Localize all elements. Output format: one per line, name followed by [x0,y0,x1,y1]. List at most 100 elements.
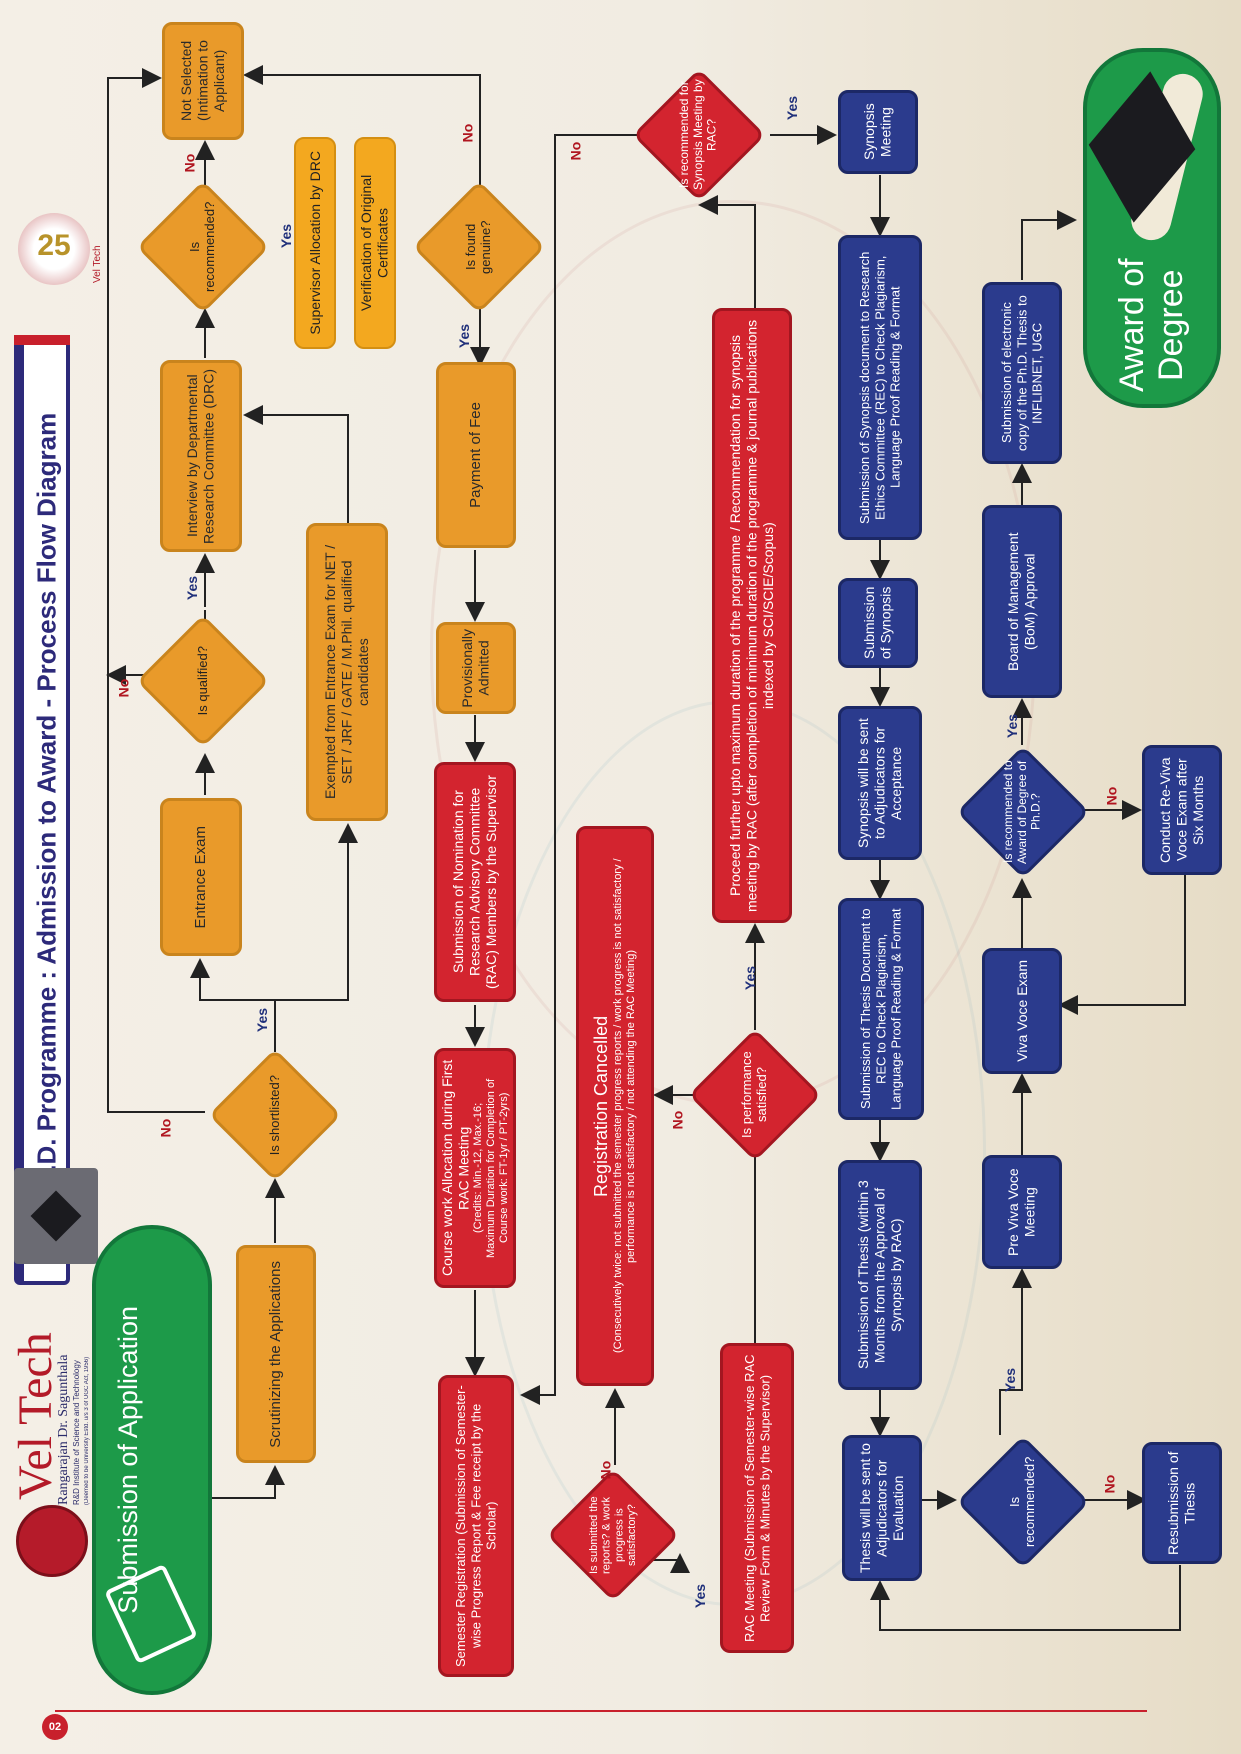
supervisor-allocation-box: Supervisor Allocation by DRC [294,137,336,349]
bom-label: Board of Management (BoM) Approval [1005,532,1038,671]
synopsis-rec-box: Submission of Synopsis document to Resea… [838,235,922,540]
no-tag: No [458,124,477,143]
genuine-label: Is found genuine? [463,220,493,274]
yes-tag: Yes [688,1584,712,1608]
recommended1-label: Is recommended? [187,201,217,293]
no-tag: No [566,142,585,161]
brand-logo-icon [16,1505,88,1577]
performance-label: Is performance satisfied? [739,1051,769,1139]
qualified-text: Is qualified? [156,634,250,728]
no-text: No [1101,1474,1118,1494]
end-pill: Award of Degree [1083,48,1221,408]
registration-cancelled-detail: (Consecutively twice: not submitted the … [612,858,638,1354]
thesis-recommended-label: Is recommended? [1007,1456,1037,1548]
yes-text: Yes [742,965,759,991]
nomination-box: Submission of Nomination for Research Ad… [434,762,516,1002]
anniversary-emblem: 25 Vel Tech [8,205,104,297]
start-pill: Submission of Application [92,1225,212,1695]
submission-synopsis-label: Submission of Synopsis [861,586,894,660]
coursework-box: Course work Allocation during First RAC … [434,1048,516,1288]
recommended1-text: Is recommended? [156,200,250,294]
no-tag: No [156,1119,175,1138]
yes-tag: Yes [180,576,204,600]
yes-text: Yes [1002,1367,1019,1393]
thesis-adjudicators-box: Thesis will be sent to Adjudicators for … [842,1435,922,1581]
yes-text: Yes [254,1007,271,1033]
scrutinizing-label: Scrutinizing the Applications [267,1260,285,1448]
no-text: No [597,1460,614,1480]
resubmission-label: Resubmission of Thesis [1165,1451,1198,1555]
rac-meeting-label: RAC Meeting (Submission of Semester-wise… [741,1354,772,1642]
not-selected-box: Not Selected (Intimation to Applicant) [162,22,244,140]
scrutinizing-box: Scrutinizing the Applications [236,1245,316,1463]
qualified-label: Is qualified? [194,646,210,716]
pre-viva-label: Pre Viva Voce Meeting [1005,1168,1038,1256]
no-tag: No [114,678,133,698]
re-viva-box: Conduct Re-Viva Voce Exam after Six Mont… [1142,745,1222,875]
semester-registration-label: Semester Registration (Submission of Sem… [453,1385,499,1667]
coursework-detail2: Maximum Duration for Completion of [485,1078,498,1258]
award-recommended-text: Is recommended to Award of Degree of Ph.… [970,755,1076,869]
no-text: No [181,153,198,173]
no-tag: No [668,1110,687,1130]
yes-text: Yes [692,1583,709,1609]
thesis-adjudicators-label: Thesis will be sent to Adjudicators for … [857,1443,907,1573]
yes-tag: Yes [780,96,804,120]
yes-tag: Yes [452,324,476,348]
payment-box: Payment of Fee [436,362,516,548]
footer-rule [55,1710,1147,1712]
resubmission-box: Resubmission of Thesis [1142,1442,1222,1564]
brand-block: Vel Tech Rangarajan Dr. Sagunthala R&D I… [6,1300,96,1577]
coursework-detail3: Course work: FT-1yr / PT-2yrs) [498,1092,510,1244]
payment-label: Payment of Fee [467,402,485,508]
synopsis-rac-label: Is recommended for Synopsis Meeting by R… [677,79,719,191]
emblem-number: 25 [37,229,71,262]
thesis-rec-box: Submission of Thesis Document to REC to … [838,898,924,1120]
nomination-label: Submission of Nomination for Research Ad… [450,775,500,989]
submitted-reports-text: Is submitted the reports? & work progres… [560,1478,666,1592]
yes-text: Yes [1004,713,1021,739]
synopsis-rac-text: Is recommended for Synopsis Meeting by R… [646,78,752,192]
registration-cancelled-text: Registration Cancelled (Consecutively tw… [587,852,642,1360]
no-text: No [1103,786,1120,806]
page-number: 02 [48,1721,62,1733]
inflibnet-label: Submission of electronic copy of the Ph.… [999,295,1045,451]
yes-tag: Yes [998,1368,1022,1392]
synopsis-rec-label: Submission of Synopsis document to Resea… [857,251,903,524]
entrance-exam-box: Entrance Exam [160,798,242,956]
registration-cancelled-title: Registration Cancelled [591,1015,612,1197]
inflibnet-box: Submission of electronic copy of the Ph.… [982,282,1062,464]
synopsis-adjudicators-label: Synopsis will be sent to Adjudicators fo… [855,718,905,848]
submission-thesis-label: Submission of Thesis (within 3 Months fr… [855,1180,905,1370]
viva-box: Viva Voce Exam [982,948,1062,1074]
no-text: No [115,678,132,698]
interview-box: Interview by Departmental Research Commi… [160,360,242,552]
proceed-further-label: Proceed further upto maximum duration of… [727,319,777,912]
yes-text: Yes [456,323,473,349]
supervisor-allocation-label: Supervisor Allocation by DRC [306,151,323,335]
rac-meeting-box: RAC Meeting (Submission of Semester-wise… [720,1343,794,1653]
coursework-text: Course work Allocation during First RAC … [435,1051,515,1285]
yes-tag: Yes [250,1008,274,1032]
bom-box: Board of Management (BoM) Approval [982,505,1062,698]
no-tag: No [1102,786,1121,806]
exempted-box: Exempted from Entrance Exam for NET / SE… [306,523,388,821]
yes-tag: Yes [1000,714,1024,738]
coursework-detail1: (Credits: Min.-12, Max.-16; [472,1102,485,1234]
re-viva-label: Conduct Re-Viva Voce Exam after Six Mont… [1157,757,1207,863]
semester-registration-box: Semester Registration (Submission of Sem… [438,1375,514,1677]
synopsis-meeting-box: Synopsis Meeting [838,90,918,174]
verification-box: Verification of Original Certificates [354,137,396,349]
interview-label: Interview by Departmental Research Commi… [184,368,217,544]
yes-text: Yes [278,223,295,249]
submission-thesis-box: Submission of Thesis (within 3 Months fr… [838,1160,922,1390]
registration-cancelled-box: Registration Cancelled (Consecutively tw… [576,826,654,1386]
no-text: No [669,1110,686,1130]
yes-tag: Yes [274,224,298,248]
synopsis-meeting-label: Synopsis Meeting [861,103,894,161]
coursework-title: Course work Allocation during First RAC … [439,1059,472,1277]
yes-text: Yes [184,575,201,601]
verification-label: Verification of Original Certificates [358,174,391,312]
thesis-rec-label: Submission of Thesis Document to REC to … [858,908,904,1110]
